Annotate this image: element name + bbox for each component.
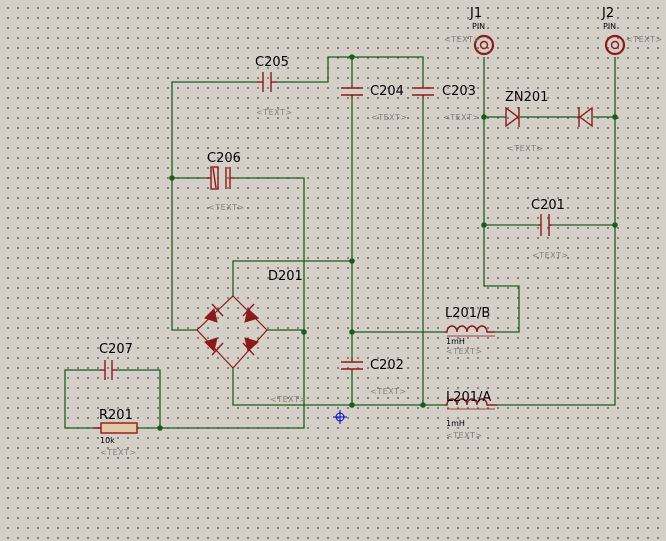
wire[interactable] xyxy=(64,369,101,429)
wire[interactable] xyxy=(232,260,352,296)
component-ref: J2 xyxy=(601,6,614,21)
junction-dot xyxy=(157,425,163,431)
capacitor-c201[interactable]: C201 <TEXT> xyxy=(531,198,569,260)
component-ref: L201/A xyxy=(446,390,491,405)
text-placeholder: <TEXT> xyxy=(256,108,293,117)
junction-dot xyxy=(612,114,618,120)
junction-dot xyxy=(301,329,307,335)
wires xyxy=(64,56,616,429)
resistor-body-icon xyxy=(100,422,138,434)
text-placeholder: <TEXT> xyxy=(370,387,407,396)
junction-dot xyxy=(349,402,355,408)
capacitor-c205[interactable]: C205 <TEXT> xyxy=(255,55,293,117)
bridge-outline xyxy=(196,295,268,369)
bridge-rectifier-d201[interactable]: D201 xyxy=(196,269,303,369)
text-placeholder: <TEXT> xyxy=(270,395,307,404)
diode-bar-icon xyxy=(211,303,224,317)
junction-dot xyxy=(481,114,487,120)
diode-bar-icon xyxy=(242,342,255,356)
component-ref: C202 xyxy=(370,358,404,373)
inductor-l201b[interactable]: L201/B 1mH <TEXT> xyxy=(445,306,495,356)
text-placeholder: <TEXT> xyxy=(446,347,483,356)
capacitor-plate xyxy=(210,166,219,190)
origin-cursor-icon[interactable] xyxy=(333,410,347,424)
wire[interactable] xyxy=(422,98,445,406)
component-ref: C206 xyxy=(207,151,241,166)
diode-triangle-icon xyxy=(204,337,218,352)
text-placeholder: <TEXT> xyxy=(626,35,663,44)
diode-triangle-icon xyxy=(244,308,259,323)
component-ref: D201 xyxy=(268,269,303,284)
component-value: 1mH xyxy=(446,419,465,428)
diode-bar-icon xyxy=(242,303,255,317)
component-ref: C203 xyxy=(442,84,476,99)
junction-dot xyxy=(349,258,355,264)
capacitor-c207[interactable]: C207 xyxy=(99,342,133,380)
wire[interactable] xyxy=(277,56,424,85)
pin-terminal-icon xyxy=(473,34,495,56)
text-placeholder: <TEXT> xyxy=(446,431,483,440)
junction-dot xyxy=(349,54,355,60)
wire[interactable] xyxy=(160,177,305,429)
pin-terminal-icon xyxy=(604,34,626,56)
connector-j1[interactable]: J1 PIN <TEXT> xyxy=(444,6,495,56)
text-placeholder: <TEXT> xyxy=(532,251,569,260)
pin-center-icon xyxy=(479,40,489,50)
connector-j2[interactable]: J2 PIN <TEXT> xyxy=(601,6,663,56)
junction-dot xyxy=(169,175,175,181)
component-ref: C201 xyxy=(531,198,565,213)
capacitor-c204[interactable]: C204 <TEXT> xyxy=(341,84,408,122)
component-ref: L201/B xyxy=(445,306,490,321)
diode-triangle-icon xyxy=(505,106,520,128)
component-ref: C204 xyxy=(370,84,404,99)
text-placeholder: <TEXT> xyxy=(208,203,245,212)
component-ref: R201 xyxy=(99,408,133,423)
component-ref: J1 xyxy=(469,6,482,21)
zener-zn201[interactable]: ZN201 <TEXT> xyxy=(505,90,593,153)
text-placeholder: <TEXT> xyxy=(371,113,408,122)
component-ref: C205 xyxy=(255,55,289,70)
wire[interactable] xyxy=(171,81,257,331)
inductor-l201a[interactable]: L201/A 1mH <TEXT> xyxy=(445,390,497,440)
diode-bar-icon xyxy=(211,342,224,356)
text-placeholder: <TEXT> xyxy=(444,35,481,44)
component-value: PIN xyxy=(472,22,485,31)
capacitor-c206[interactable]: C206 <TEXT> xyxy=(207,151,245,212)
diode-triangle-icon xyxy=(578,106,593,128)
junctions xyxy=(157,54,618,431)
text-placeholder: <TEXT> xyxy=(100,448,137,457)
diode-triangle-icon xyxy=(244,337,259,352)
component-ref: ZN201 xyxy=(505,90,548,105)
diode-triangle-icon xyxy=(204,308,218,323)
junction-dot xyxy=(349,329,355,335)
pin-center-icon xyxy=(610,40,620,50)
wire[interactable] xyxy=(497,57,616,406)
text-placeholder: <TEXT> xyxy=(443,113,480,122)
component-value: PIN xyxy=(603,22,616,31)
junction-dot xyxy=(481,222,487,228)
capacitor-c203[interactable]: C203 <TEXT> xyxy=(412,84,480,122)
component-value: 10k xyxy=(100,436,115,445)
component-value: 1mH xyxy=(446,337,465,346)
component-ref: C207 xyxy=(99,342,133,357)
text-placeholder: <TEXT> xyxy=(507,144,544,153)
inductor-coil-icon xyxy=(445,325,495,333)
junction-dot xyxy=(420,402,426,408)
inductor-coil-icon xyxy=(445,398,497,406)
wire[interactable] xyxy=(483,117,520,333)
junction-dot xyxy=(612,222,618,228)
wire[interactable] xyxy=(232,368,352,406)
wire[interactable] xyxy=(117,369,161,428)
capacitor-c202[interactable]: C202 <TEXT> xyxy=(341,358,407,396)
resistor-r201[interactable]: R201 10k <TEXT> xyxy=(93,408,138,457)
